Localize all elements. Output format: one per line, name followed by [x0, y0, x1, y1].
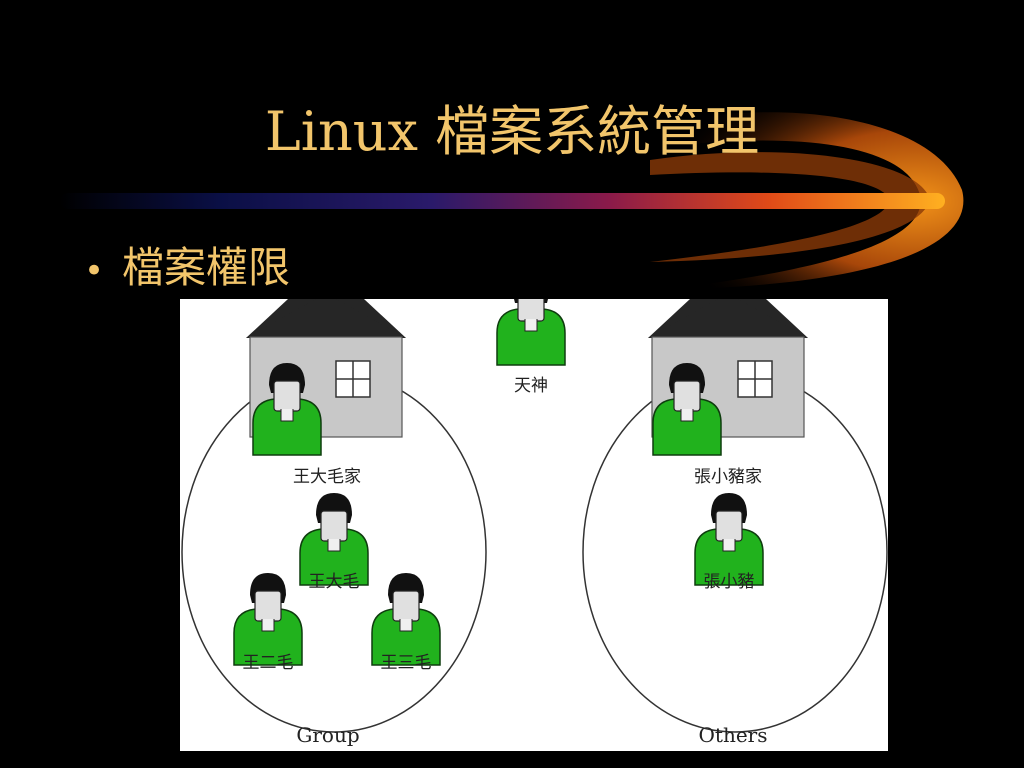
others-label: Others: [698, 723, 768, 747]
group-label: Group: [296, 723, 360, 747]
diagram-drawing: [181, 299, 888, 733]
slide-title: Linux 檔案系統管理: [264, 100, 760, 163]
member1-label: 王二毛: [242, 653, 294, 673]
left-owner-label: 王大毛: [308, 572, 360, 592]
decorative-swoosh: [60, 112, 964, 290]
bullet-marker: •: [84, 251, 105, 291]
bullet-text: 檔案權限: [122, 243, 291, 292]
person-god: [496, 299, 566, 366]
bullet-item: • 檔案權限: [84, 238, 290, 301]
right-house-label: 張小豬家: [694, 467, 762, 487]
member2-label: 王三毛: [380, 653, 432, 673]
left-house-label: 王大毛家: [293, 467, 361, 487]
god-label: 天神: [514, 376, 548, 396]
right-owner-label: 張小豬: [703, 572, 755, 592]
permission-diagram: 天神 王大毛家 張小豬家 王大毛 王二毛 王三毛 張小豬 Group Other…: [180, 299, 888, 751]
